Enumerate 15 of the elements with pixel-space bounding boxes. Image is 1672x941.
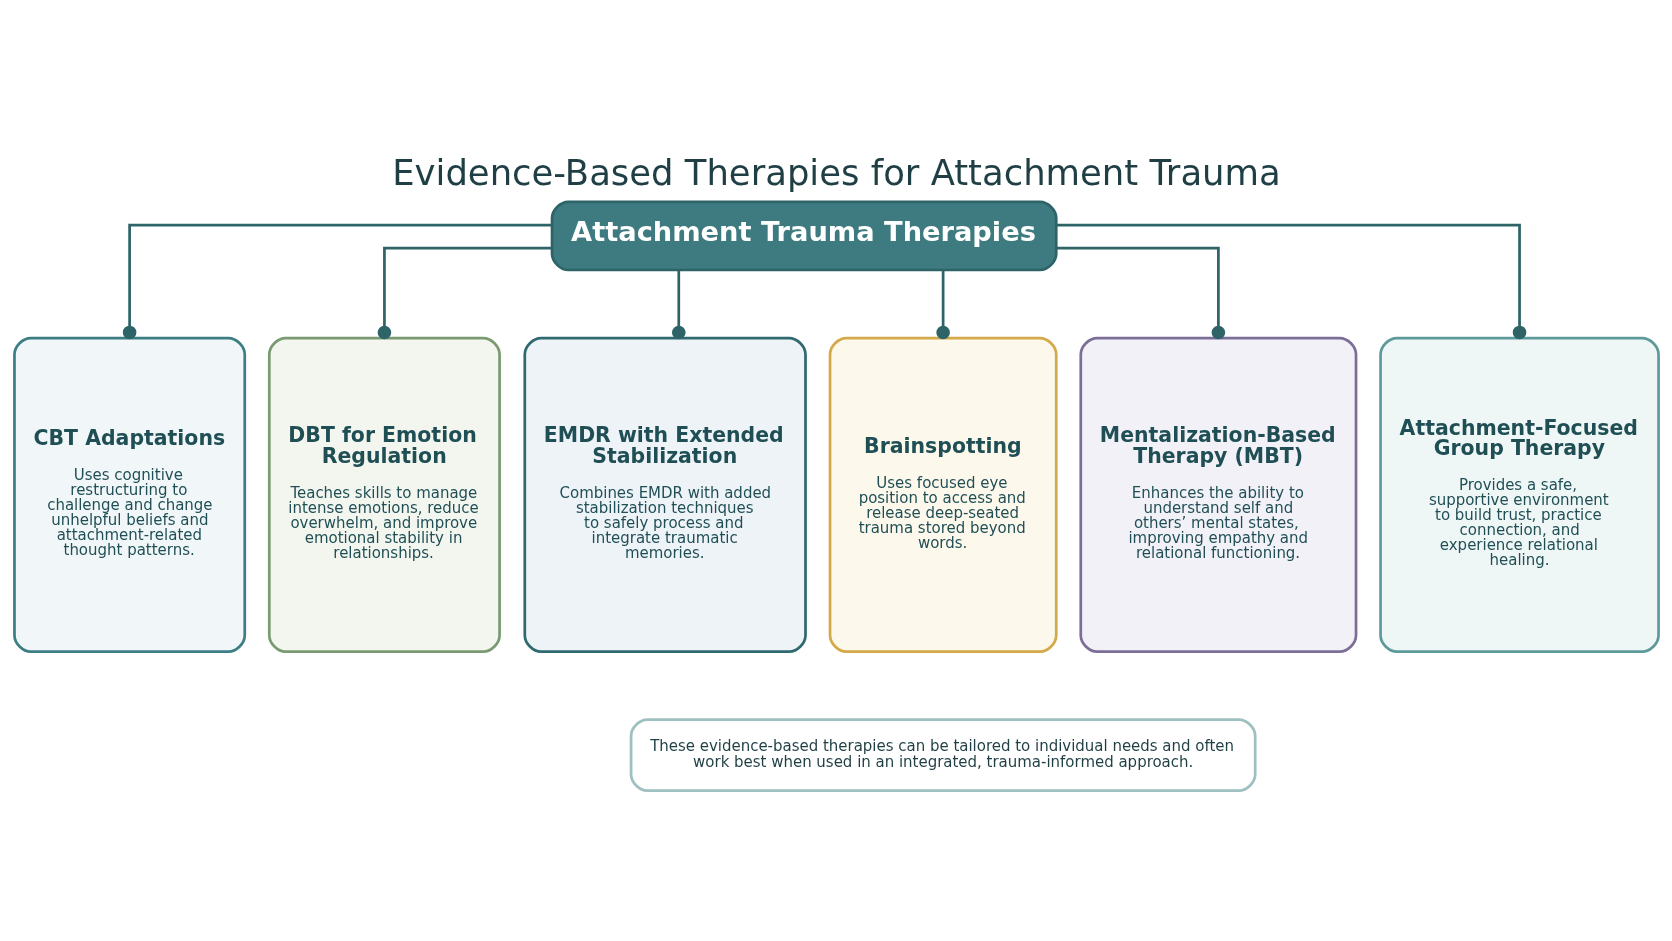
connector <box>122 223 552 339</box>
node-box: Mentalization-Based Therapy (MBT) Enhances the ability to understand self and others’ mental states, improving empathy and relational functioning. <box>1078 336 1357 653</box>
connector <box>671 269 686 339</box>
connector <box>1055 223 1526 339</box>
diagram-title: Evidence-Based Therapies for Attachment Trauma <box>391 151 1281 193</box>
connector <box>1055 246 1225 339</box>
node-box: Attachment Trauma Therapies <box>550 200 1058 271</box>
connector <box>935 269 950 339</box>
connector <box>377 246 551 339</box>
node-box: DBT for Emotion Regulation Teaches skills to manage intense emotions, reduce overwhelm, and improve emotional stability in relationships. <box>267 336 501 653</box>
node-box: Attachment-Focused Group Therapy Provides a safe, supportive environment to build trust, practice connection, and experience relational healing. <box>1378 336 1660 653</box>
node-box: Brainspotting Uses focused eye position to access and release deep-seated trauma stored beyond words. <box>828 336 1058 653</box>
node-box: EMDR with Extended Stabilization Combines EMDR with added stabilization techniques to safely process and integrate traumatic memories. <box>522 336 807 653</box>
node-box: CBT Adaptations Uses cognitive restructuring to challenge and change unhelpful beliefs and attachment-related thought patterns. <box>12 336 246 653</box>
node-box: These evidence-based therapies can be tailored to individual needs and often work best when used in an integrated, trauma-informed approach. <box>629 717 1257 792</box>
